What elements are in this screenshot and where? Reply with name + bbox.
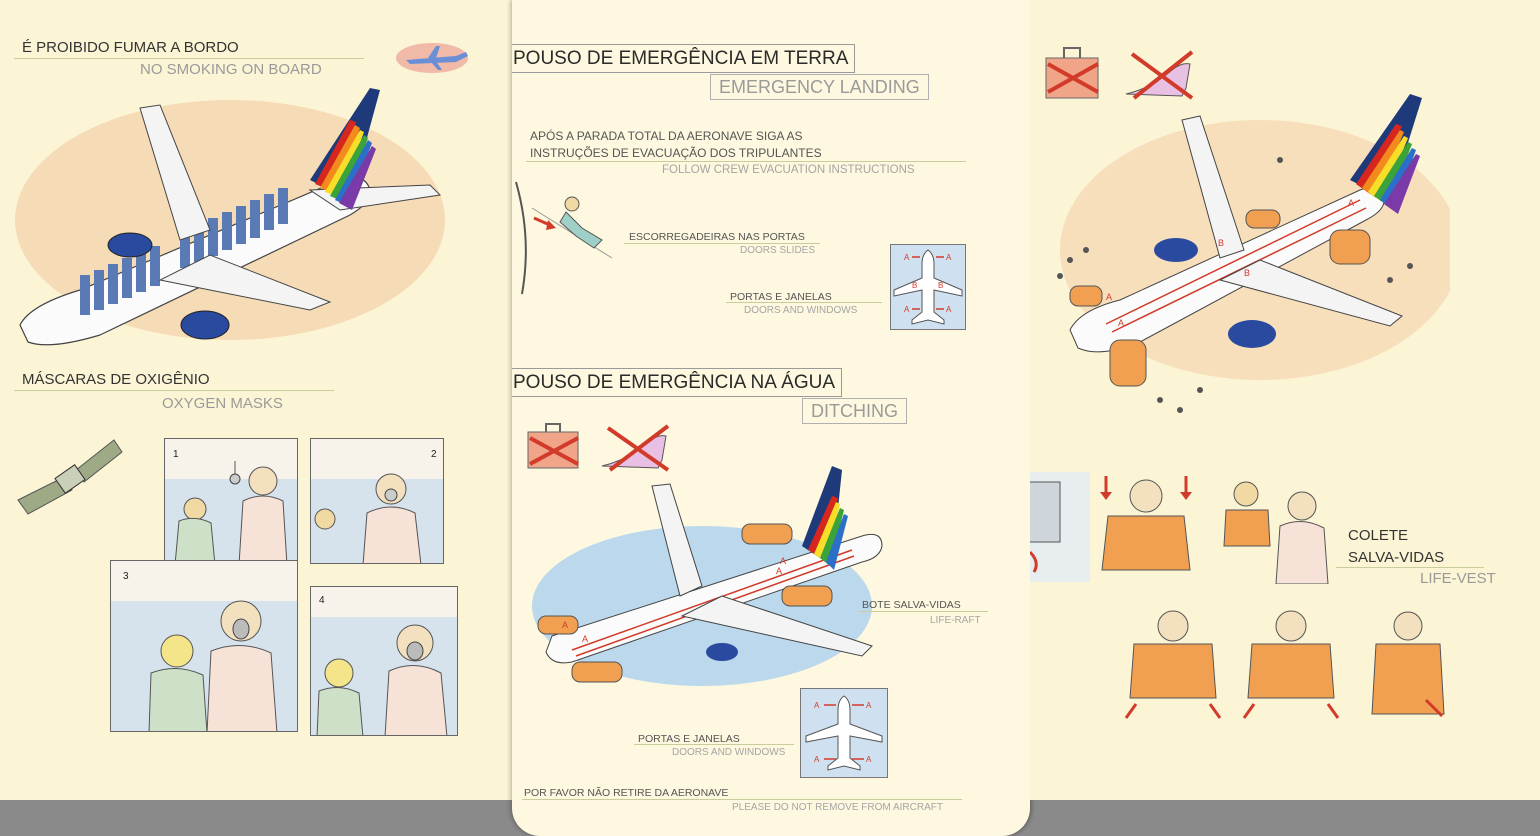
svg-text:A: A <box>1348 198 1354 208</box>
oxygen-step-4: 4 <box>310 586 458 736</box>
suitcase-prohibited-icon <box>1045 47 1099 99</box>
life-vest-title-en: LIFE-VEST <box>1420 570 1496 587</box>
emergency-landing-title-pt: POUSO DE EMERGÊNCIA EM TERRA <box>512 44 856 73</box>
life-vest-title-pt-2: SALVA-VIDAS <box>1348 549 1445 566</box>
right-panel: A A B B A COLETE SALVA-VIDAS LIFE-VEST <box>1030 0 1540 800</box>
airplane-seating-illustration <box>15 88 445 346</box>
ditching-title-pt: POUSO DE EMERGÊNCIA NA ÁGUA <box>512 368 843 397</box>
divider <box>14 58 364 59</box>
svg-text:A: A <box>866 755 872 764</box>
vest-step-child <box>1216 466 1336 584</box>
footer-pt: POR FAVOR NÃO RETIRE DA AERONAVE <box>524 787 729 799</box>
svg-text:A: A <box>582 634 588 644</box>
divider <box>624 243 820 244</box>
svg-text:B: B <box>1218 238 1224 248</box>
ditching-title-en: DITCHING <box>802 398 907 424</box>
svg-text:A: A <box>562 620 568 630</box>
high-heel-prohibited-icon <box>1125 50 1194 100</box>
svg-text:A: A <box>946 253 952 262</box>
airplane-icon <box>396 43 468 73</box>
divider <box>858 611 988 612</box>
svg-text:B: B <box>938 281 943 290</box>
suitcase-prohibited-icon <box>527 423 579 469</box>
doors-label-en: DOORS AND WINDOWS <box>744 305 858 316</box>
svg-text:A: A <box>776 566 782 576</box>
step-number: 4 <box>319 595 325 606</box>
divider <box>14 390 334 391</box>
svg-text:A: A <box>866 701 872 710</box>
vest-step-tie <box>1116 604 1230 722</box>
oxygen-title-en: OXYGEN MASKS <box>162 395 283 412</box>
svg-text:A: A <box>814 755 820 764</box>
door-slide-illustration <box>515 181 613 295</box>
divider <box>726 302 882 303</box>
vest-step-inflate <box>1238 604 1344 722</box>
svg-text:A: A <box>1106 292 1112 302</box>
ditching-exits-diagram: A A A A <box>800 688 888 778</box>
oxygen-title-pt: MÁSCARAS DE OXIGÊNIO <box>22 371 210 388</box>
evacuation-illustration: A A B B A <box>1057 94 1450 413</box>
step-number: 2 <box>431 449 437 460</box>
divider <box>1336 567 1484 568</box>
divider <box>526 161 966 162</box>
doors-label-pt: PORTAS E JANELAS <box>730 291 832 303</box>
svg-text:A: A <box>946 305 952 314</box>
divider <box>634 744 794 745</box>
divider <box>522 799 962 800</box>
evacuation-instruction-pt-1: APÓS A PARADA TOTAL DA AERONAVE SIGA AS <box>530 129 803 143</box>
step-number: 3 <box>123 571 129 582</box>
ditching-doors-label-pt: PORTAS E JANELAS <box>638 733 740 745</box>
exits-diagram: A A B B A A <box>890 244 966 330</box>
high-heel-prohibited-icon <box>601 424 670 472</box>
left-panel: É PROIBIDO FUMAR A BORDO NO SMOKING ON B… <box>0 0 518 800</box>
oxygen-step-1: 1 <box>164 438 298 564</box>
ditching-doors-label-en: DOORS AND WINDOWS <box>672 747 786 758</box>
no-smoking-title-en: NO SMOKING ON BOARD <box>140 61 322 78</box>
oxygen-step-3: 3 <box>110 560 298 732</box>
svg-text:A: A <box>904 253 910 262</box>
svg-text:A: A <box>904 305 910 314</box>
oxygen-step-2: 2 <box>310 438 444 564</box>
emergency-landing-title-en: EMERGENCY LANDING <box>710 74 929 100</box>
step-number: 1 <box>173 449 179 460</box>
slides-label-en: DOORS SLIDES <box>740 245 816 256</box>
no-smoking-title-pt: É PROIBIDO FUMAR A BORDO <box>22 39 239 56</box>
life-raft-label-pt: BOTE SALVA-VIDAS <box>862 599 961 611</box>
evacuation-instruction-en: FOLLOW CREW EVACUATION INSTRUCTIONS <box>662 164 915 176</box>
svg-text:A: A <box>1118 318 1124 328</box>
footer-en: PLEASE DO NOT REMOVE FROM AIRCRAFT <box>732 802 943 813</box>
vest-step-whistle <box>1356 604 1460 722</box>
vest-step-pull-over-head <box>1086 466 1206 584</box>
middle-panel: POUSO DE EMERGÊNCIA EM TERRA EMERGENCY L… <box>512 0 1030 836</box>
life-vest-title-pt-1: COLETE <box>1348 527 1409 544</box>
vest-under-seat-illustration <box>1030 472 1090 582</box>
svg-text:A: A <box>814 701 820 710</box>
svg-text:B: B <box>1244 268 1250 278</box>
evacuation-instruction-pt-2: INSTRUÇÕES DE EVACUAÇÃO DOS TRIPULANTES <box>530 146 822 160</box>
seatbelt-icon <box>17 439 123 515</box>
svg-text:B: B <box>912 281 917 290</box>
life-raft-label-en: LIFE-RAFT <box>930 615 981 626</box>
slides-label-pt: ESCORREGADEIRAS NAS PORTAS <box>629 231 805 243</box>
svg-text:A: A <box>780 556 786 566</box>
